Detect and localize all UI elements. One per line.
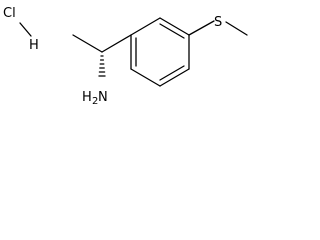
amine-hydrogen-label: H (82, 90, 92, 105)
hydrogen-label: H (29, 38, 39, 53)
ring-attachment-bond (101, 34, 132, 53)
amine-group: H 2 N (82, 90, 108, 107)
sulfur-methyl-bond (225, 21, 248, 36)
structure-diagram: Cl H H 2 N S (3, 6, 248, 107)
h-cl-bond (19, 22, 32, 37)
methyl-bond (72, 34, 103, 53)
chlorine-label: Cl (3, 6, 16, 21)
sulfur-label: S (214, 15, 222, 30)
amine-nitrogen-label: N (98, 90, 108, 105)
hashed-wedge-bond (98, 55, 106, 77)
hcl-salt: Cl H (3, 6, 39, 53)
ring-sulfur-bond (188, 20, 215, 36)
benzene-ring (130, 17, 190, 87)
amine-subscript: 2 (92, 96, 98, 107)
